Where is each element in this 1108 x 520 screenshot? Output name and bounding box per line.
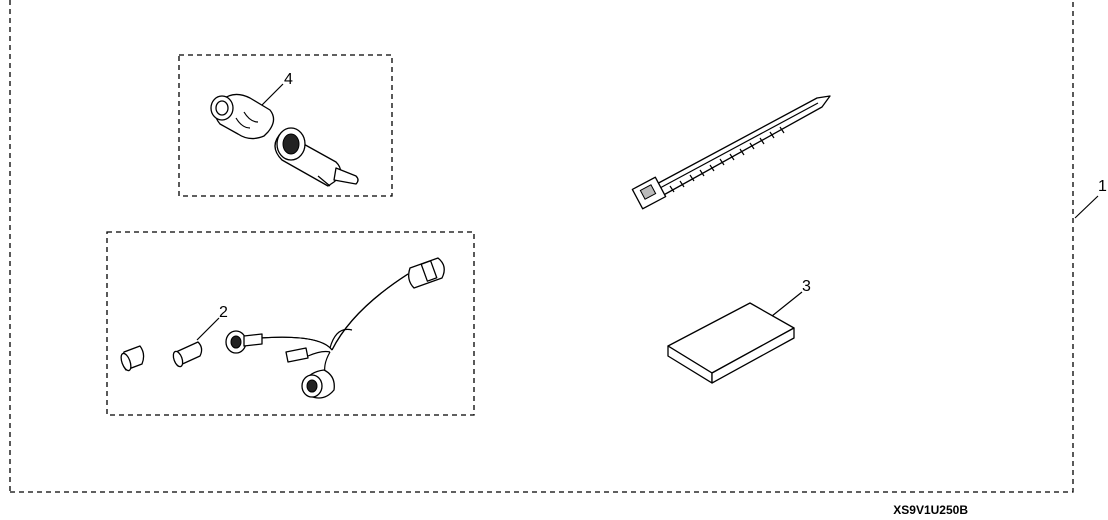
wire-harness: [225, 257, 445, 399]
diagram-code: XS9V1U250B: [893, 503, 968, 517]
kit-boundary: [9, 0, 1074, 493]
callout-3: 3: [802, 278, 811, 295]
cable-tie: [631, 95, 831, 210]
callout-4-leader: [261, 83, 284, 106]
callout-4: 4: [284, 71, 293, 88]
connector-sleeve: [172, 341, 203, 368]
socket-cap: [210, 93, 275, 140]
callout-2: 2: [219, 304, 228, 321]
callout-1: 1: [1098, 178, 1107, 195]
callout-3-leader: [771, 291, 803, 317]
socket-body: [274, 127, 359, 187]
connector-cap: [120, 345, 145, 372]
socket-kit-box: [178, 54, 393, 197]
adhesive-pad: [667, 302, 795, 384]
callout-1-leader: [1074, 195, 1099, 219]
callout-2-leader: [196, 317, 220, 341]
wiring-kit-box: [106, 231, 475, 416]
